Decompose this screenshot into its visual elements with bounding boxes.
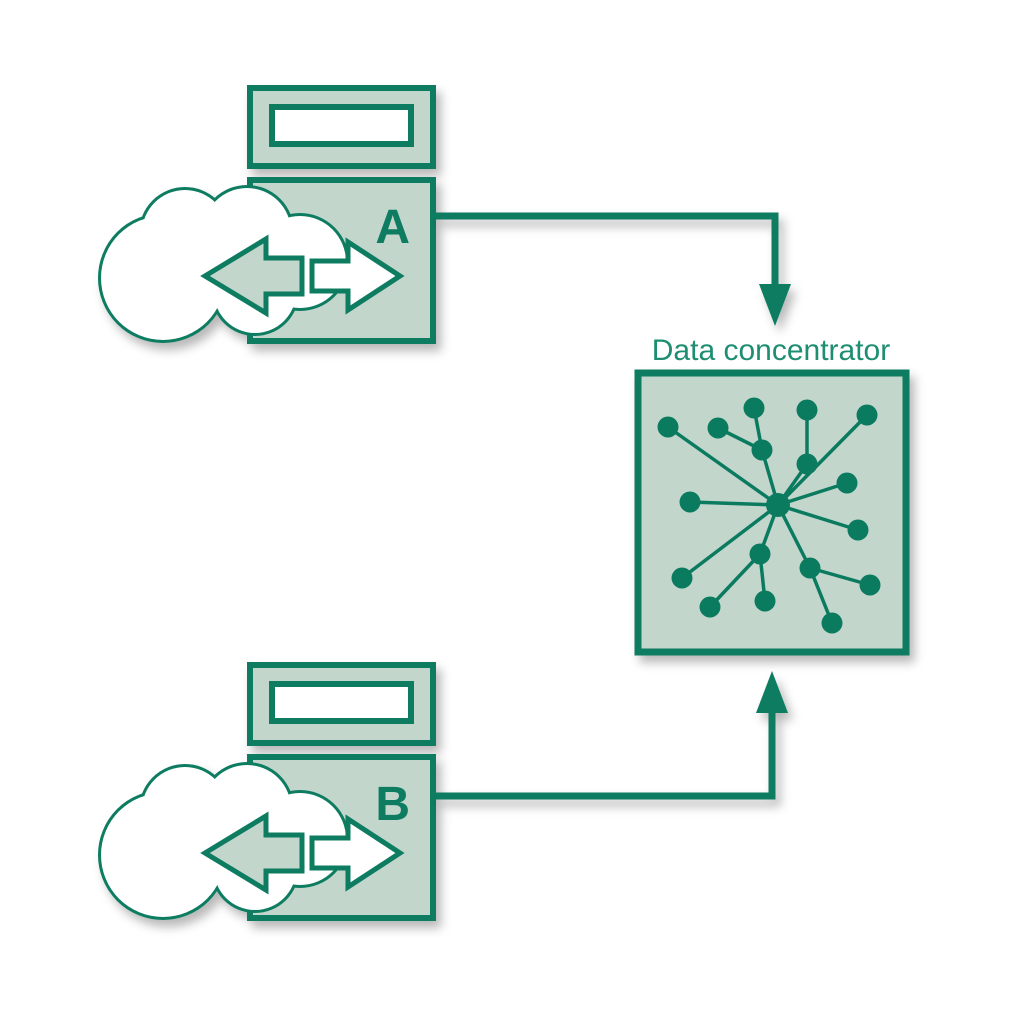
- network-node: [847, 519, 869, 541]
- bidirectional-arrows-icon: [200, 811, 405, 895]
- network-edge: [689, 500, 779, 507]
- arrow-right-icon: [309, 237, 405, 315]
- network-node: [796, 399, 818, 421]
- arrow-left-icon: [200, 811, 305, 895]
- network-node: [671, 567, 693, 589]
- connector-b-line: [436, 712, 776, 800]
- arrow-left-icon: [200, 234, 305, 318]
- network-edge: [777, 481, 848, 507]
- network-node: [796, 453, 818, 475]
- data-concentrator: Data concentrator: [634, 334, 910, 656]
- device-b-display-slot: [269, 681, 414, 724]
- device-a: A: [98, 85, 436, 344]
- network-node: [859, 574, 881, 596]
- network-node: [836, 472, 858, 494]
- network-node: [754, 590, 776, 612]
- network-edge: [776, 413, 869, 507]
- connector-a-line: [436, 212, 779, 285]
- network-node: [743, 397, 765, 419]
- arrow-right-icon: [309, 814, 405, 892]
- network-graph: [657, 397, 881, 634]
- bidirectional-arrows-icon: [200, 234, 405, 318]
- network-node: [679, 491, 701, 513]
- network-edge: [680, 503, 780, 580]
- connector-a-arrowhead-icon: [759, 284, 791, 326]
- network-edge: [666, 425, 780, 507]
- network-node: [657, 416, 679, 438]
- network-node: [749, 543, 771, 565]
- device-a-display-slot: [269, 104, 414, 147]
- network-node: [856, 404, 878, 426]
- connector-b-to-concentrator: [436, 671, 788, 800]
- network-hub-node: [766, 493, 790, 517]
- network-node: [707, 417, 729, 439]
- connector-a-to-concentrator: [436, 212, 791, 326]
- network-node: [699, 596, 721, 618]
- network-node: [751, 439, 773, 461]
- network-edge: [708, 552, 762, 609]
- network-node: [821, 612, 843, 634]
- network-node: [799, 557, 821, 579]
- connector-b-arrowhead-icon: [756, 671, 788, 713]
- device-a-label: A: [375, 201, 410, 254]
- data-concentrator-title: Data concentrator: [652, 334, 890, 367]
- device-b-label: B: [375, 778, 410, 831]
- device-b: B: [98, 662, 436, 921]
- network-edge: [777, 503, 859, 532]
